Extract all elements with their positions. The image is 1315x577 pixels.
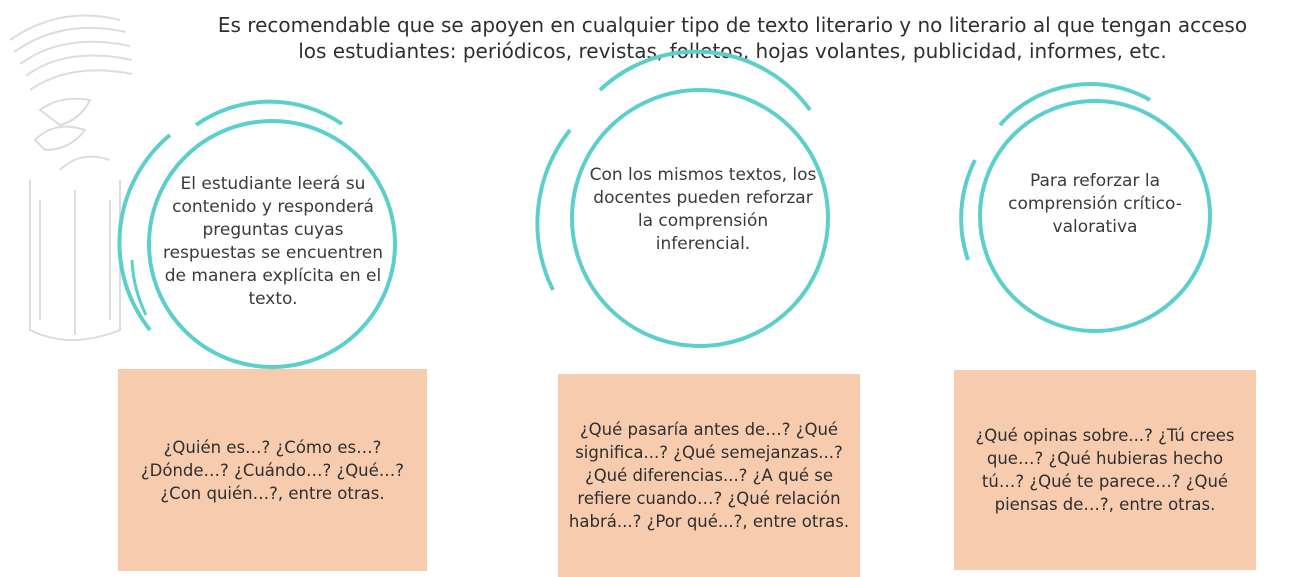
circle-text-literal: El estudiante leerá su contenido y respo… — [163, 174, 383, 309]
circle-text-inferential: Con los mismos textos, los docentes pued… — [589, 165, 817, 254]
faint-emblem-watermark — [9, 14, 133, 341]
circle-text-critical: Para reforzar la comprensión crítico-val… — [1008, 171, 1182, 237]
questions-box-critical: ¿Qué opinas sobre...? ¿Tú crees que…? ¿Q… — [954, 370, 1256, 570]
intro-text: Es recomendable que se apoyen en cualqui… — [217, 13, 1248, 63]
questions-box-literal: ¿Quién es…? ¿Cómo es…? ¿Dónde…? ¿Cuándo…… — [118, 369, 427, 571]
questions-box-inferential: ¿Qué pasaría antes de…? ¿Qué significa..… — [558, 374, 860, 577]
